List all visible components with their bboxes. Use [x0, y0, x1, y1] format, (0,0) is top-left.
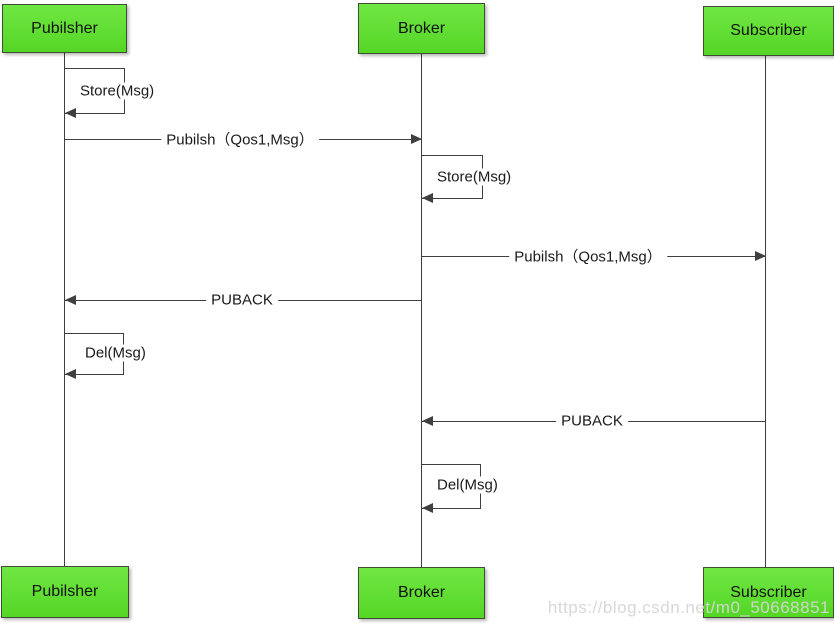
message-label-pubilsh-2: Pubilsh（Qos1,Msg）	[509, 245, 667, 267]
arrowhead-right-icon	[411, 134, 422, 144]
arrowhead-left-icon	[65, 108, 76, 118]
arrowhead-left-icon	[422, 503, 433, 513]
message-label-del-broker: Del(Msg)	[434, 476, 501, 494]
watermark: https://blog.csdn.net/m0_50668851	[547, 598, 830, 617]
actor-subscriber-bottom: Subscriber	[703, 567, 834, 618]
actor-publisher-bottom: Pubilsher	[1, 566, 129, 618]
actor-subscriber-top-label: Subscriber	[730, 22, 807, 39]
message-label-store-publisher: Store(Msg)	[77, 82, 158, 100]
arrowhead-left-icon	[422, 416, 433, 426]
lifeline-broker	[421, 54, 422, 567]
actor-publisher-top-label: Pubilsher	[31, 19, 98, 37]
actor-subscriber-top: Subscriber	[703, 6, 834, 56]
actor-subscriber-bottom-label: Subscriber	[730, 583, 807, 601]
actor-publisher-bottom-label: Pubilsher	[31, 583, 99, 600]
message-label-store-broker: Store(Msg)	[434, 168, 515, 186]
actor-broker-bottom-label: Broker	[397, 584, 446, 601]
arrowhead-right-icon	[755, 251, 766, 261]
message-label-puback-1: PUBACK	[206, 291, 278, 309]
actor-publisher-top: Pubilsher	[2, 4, 127, 53]
arrowhead-left-icon	[65, 295, 76, 305]
message-label-pubilsh-1: Pubilsh（Qos1,Msg）	[161, 128, 319, 150]
actor-broker-top: Broker	[358, 3, 485, 54]
arrowhead-left-icon	[65, 369, 76, 379]
lifeline-publisher	[64, 53, 65, 566]
message-label-del-publisher: Del(Msg)	[82, 344, 149, 362]
arrowhead-left-icon	[422, 193, 433, 203]
lifeline-subscriber	[765, 56, 766, 567]
message-label-puback-2: PUBACK	[556, 412, 628, 430]
actor-broker-bottom: Broker	[358, 567, 485, 619]
actor-broker-top-label: Broker	[397, 19, 446, 37]
